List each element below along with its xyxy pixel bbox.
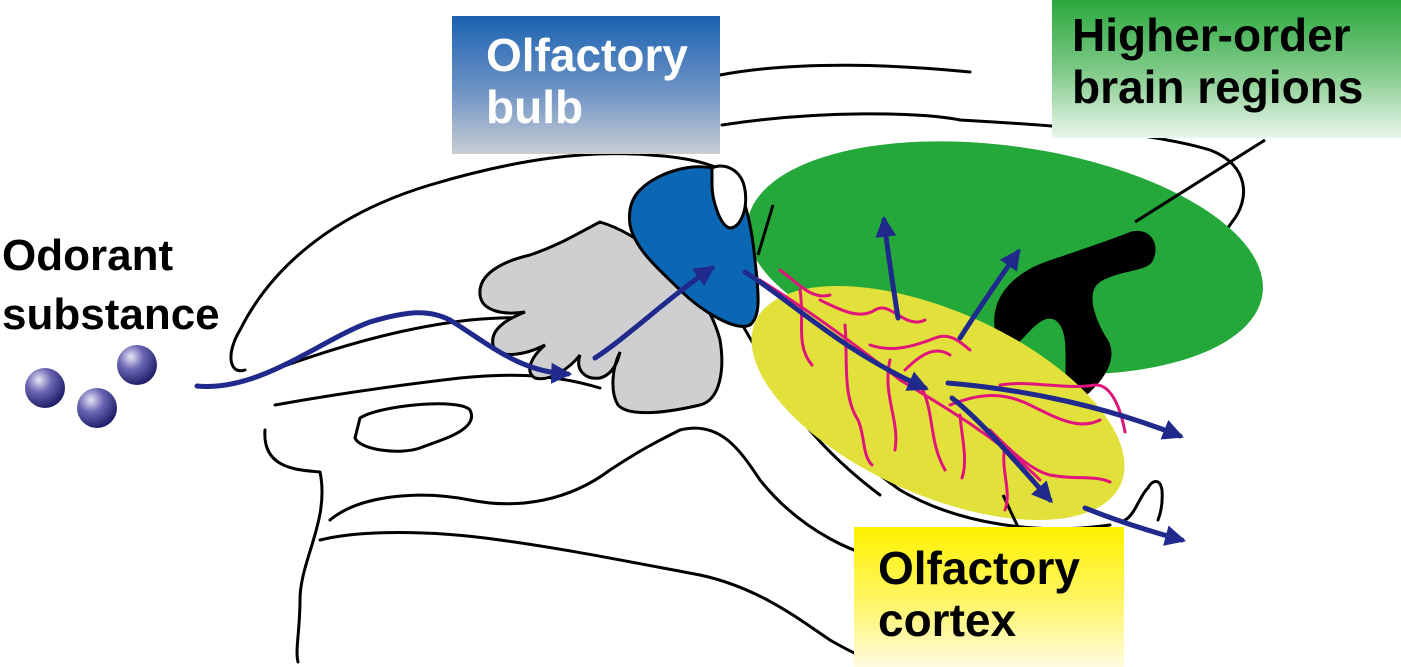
- olfactory-cortex-label-line1: Olfactory: [878, 542, 1080, 594]
- higher-order-label: Higher-order brain regions: [1072, 9, 1364, 113]
- palate-contour: [263, 373, 602, 664]
- bulb-white-tip: [710, 164, 748, 230]
- olfactory-bulb-label-line2: bulb: [486, 80, 584, 133]
- bulb-to-cortex-arrow: [742, 269, 929, 391]
- olfactory-cortex-label-line2: cortex: [878, 593, 1017, 646]
- odorant-label-line1: Odorant: [2, 231, 174, 280]
- bulb-leader-line: [756, 204, 775, 256]
- higher-order-label-box: Higher-order brain regions: [1052, 0, 1401, 138]
- cortex-output-arrow-middle: [949, 395, 1053, 504]
- olfactory-bulb-label: Olfactory bulb: [486, 29, 688, 133]
- odorant-molecule: [25, 368, 65, 408]
- cortex-output-arrow-upper: [945, 380, 1184, 440]
- odorant-molecule: [117, 345, 157, 385]
- neuron-fiber: [958, 413, 967, 480]
- cortex-output-arrow-lower: [1082, 505, 1187, 546]
- neuron-fiber: [868, 334, 972, 352]
- oral-cavity: [353, 402, 474, 453]
- jaw-contour: [328, 426, 902, 562]
- neuron-fiber: [998, 382, 1127, 434]
- higher-order-label-line2: brain regions: [1072, 60, 1364, 113]
- higher-order-label-line1: Higher-order: [1072, 9, 1351, 61]
- neuron-fiber: [903, 349, 952, 372]
- lower-jaw: [318, 531, 882, 667]
- odorant-label-line2: substance: [2, 290, 220, 340]
- cortex-leader-line: [1001, 494, 1020, 528]
- bulb-entry-arrow: [592, 265, 716, 361]
- neuron-fiber: [918, 383, 947, 472]
- odorant-substance-label: Odorant substance: [2, 226, 220, 345]
- olfactory-cortex-label: Olfactory cortex: [878, 542, 1080, 646]
- odorant-molecule: [77, 388, 117, 428]
- black-brain-structure: [994, 230, 1156, 398]
- odorant-molecules: [25, 345, 157, 428]
- signal-arrows: [194, 215, 1187, 546]
- upward-arrow-right: [957, 248, 1021, 341]
- olfactory-bulb-label-line1: Olfactory: [486, 29, 688, 81]
- odorant-airflow-arrow: [194, 310, 573, 389]
- leader-lines: [756, 138, 1266, 528]
- neuron-fiber: [818, 298, 927, 324]
- olfactory-cortex-label-box: Olfactory cortex: [854, 527, 1124, 667]
- neuron-fiber: [798, 288, 814, 367]
- neuron-fiber: [948, 394, 1102, 426]
- neuron-fiber: [843, 323, 874, 467]
- higher-order-leader-line: [1134, 138, 1266, 224]
- olfactory-bulb-label-box: Olfactory bulb: [452, 16, 720, 154]
- nasal-cavity-upper: [229, 152, 742, 373]
- neuron-fiber: [778, 268, 832, 298]
- neuron-fiber: [988, 428, 1112, 484]
- upward-arrow-left: [875, 215, 901, 321]
- cerebellum-notch: [1123, 480, 1164, 522]
